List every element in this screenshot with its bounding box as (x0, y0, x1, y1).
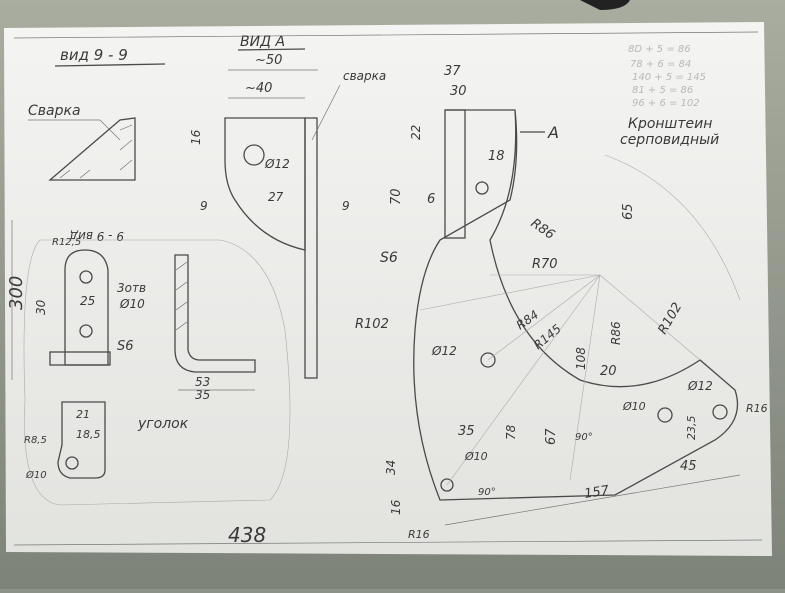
dim-d10-main: Ø10 (464, 450, 488, 463)
drawing-subtitle: серповидный (620, 132, 719, 148)
dim-21: 21 (76, 408, 90, 421)
dim-34: 34 (384, 460, 398, 475)
section-label-flipped: 9 - 9 вид (70, 229, 124, 243)
angle-part: R12,5 30 25 3отв Ø10 S6 53 35 21 18,5 R8… (23, 237, 291, 506)
dim-37: 37 (444, 64, 461, 79)
dim-35-main: 35 (458, 424, 475, 439)
dim-6: 6 (427, 192, 435, 207)
dim-s6: S6 (117, 339, 134, 354)
dim-r16: R16 (408, 528, 430, 541)
dim-20: 20 (600, 364, 617, 379)
angle-label: уголок (137, 416, 189, 432)
note-line: 140 + 5 = 145 (632, 72, 706, 83)
section-9-9: вид 9 - 9 Сварка 9 - 9 вид (28, 46, 166, 243)
note-line: 81 + 5 = 86 (632, 85, 693, 96)
drawing-title: Кронштеин (628, 116, 712, 132)
dim-d12: Ø12 (264, 157, 290, 171)
dim-78: 78 (504, 424, 518, 440)
dim-18-5: 18,5 (76, 428, 101, 441)
dim-90deg: 90° (575, 432, 593, 443)
dim-r86-2: R86 (609, 321, 623, 345)
calc-notes: 8D + 5 = 86 78 + 6 = 84 140 + 5 = 145 81… (628, 44, 706, 109)
dim-d10-right: Ø10 (622, 400, 646, 413)
dim-157: 157 (583, 483, 611, 502)
dim-65: 65 (621, 203, 636, 220)
dim-d10-small: Ø10 (25, 469, 47, 481)
dim-d12-main: Ø12 (431, 344, 457, 358)
section-label: вид 9 - 9 (60, 46, 128, 64)
dim-r102: R102 (355, 317, 389, 332)
dim-18: 18 (488, 149, 505, 164)
dim-3-holes: 3отв (117, 281, 146, 295)
dim-30: 30 (450, 84, 467, 99)
view-a-arrow-label: A (547, 123, 559, 142)
section-mark-right: 9 (342, 199, 350, 213)
dim-108: 108 (574, 347, 588, 370)
dim-16: 16 (189, 129, 203, 145)
view-a: ВИД А ~50 ~40 16 Ø12 27 9 9 сварка (189, 34, 386, 379)
dim-r16-right: R16 (746, 402, 768, 415)
dim-22: 22 (409, 125, 423, 140)
dim-70: 70 (389, 188, 404, 205)
dim-90deg-2: 90° (478, 487, 496, 498)
dim-53: 53 (195, 375, 210, 389)
dim-r12-5: R12,5 (52, 237, 81, 248)
note-line: 8D + 5 = 86 (628, 44, 691, 55)
dim-40: ~40 (245, 81, 272, 96)
dim-27: 27 (268, 190, 284, 204)
weld-label-mid: сварка (343, 69, 386, 83)
dim-25: 25 (80, 294, 95, 308)
dim-16-main: 16 (389, 499, 403, 515)
dim-50: ~50 (255, 53, 282, 68)
dim-45: 45 (680, 459, 697, 474)
dim-30: 30 (34, 299, 48, 315)
dim-d12-right: Ø12 (687, 379, 713, 393)
dim-r70: R70 (532, 257, 558, 272)
overall-height: 300 (6, 276, 27, 310)
paper-sheet (4, 22, 772, 556)
note-line: 78 + 6 = 84 (630, 59, 691, 70)
overall-width: 438 (228, 523, 266, 547)
dim-35: 35 (195, 388, 210, 402)
dim-d10: Ø10 (119, 297, 145, 311)
section-mark-left: 9 (200, 199, 208, 213)
dim-s6-main: S6 (380, 250, 398, 266)
view-a-label: ВИД А (240, 34, 285, 50)
note-line: 96 + 6 = 102 (632, 98, 700, 109)
weld-label-left: Сварка (28, 103, 81, 119)
dim-23-5: 23,5 (685, 416, 698, 441)
dim-67: 67 (544, 428, 559, 445)
dim-r8-5: R8,5 (24, 435, 47, 446)
